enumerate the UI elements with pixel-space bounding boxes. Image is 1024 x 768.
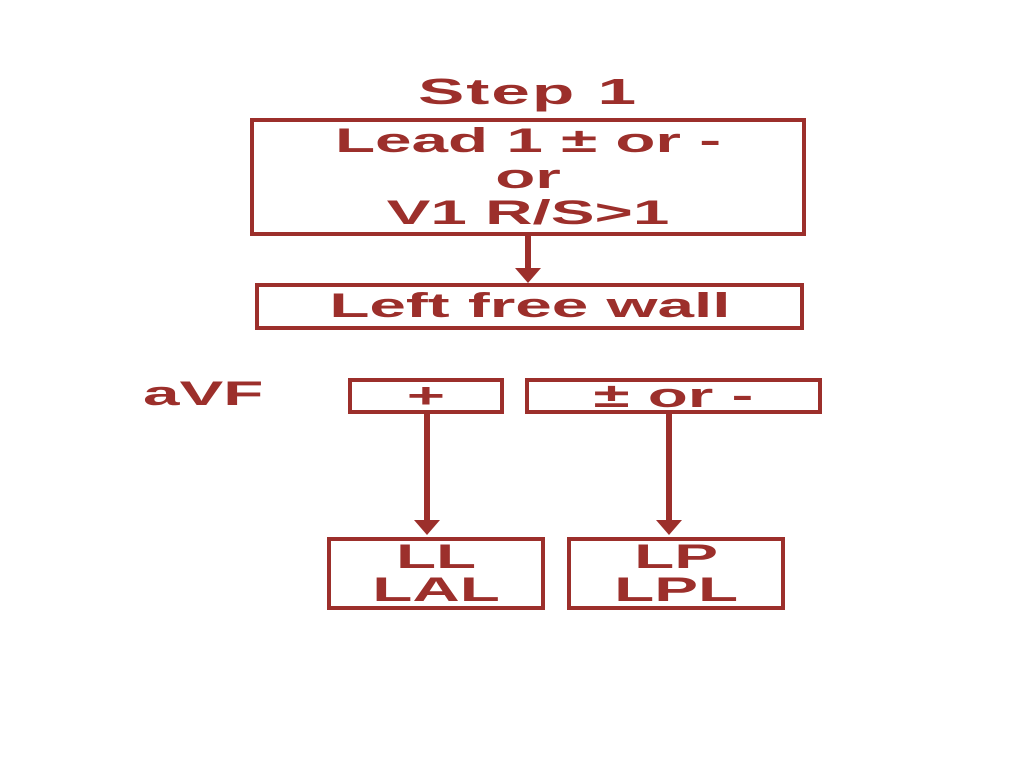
outcome-lp-lpl-text: LP LPL (614, 537, 738, 609)
avf-branch-label-text: aVF (142, 375, 264, 413)
outcome-lp-lpl-box: LP LPL (567, 537, 785, 610)
criteria-to-result-arrow-head-icon (515, 268, 541, 283)
avf-branch-label: aVF (123, 374, 283, 414)
avf-positive-label: + (406, 376, 446, 415)
left-free-wall-box: Left free wall (255, 283, 804, 330)
criteria-line-2: or (495, 158, 561, 196)
avf-plusminus-label: ± or - (593, 376, 754, 415)
outcome-ll-lal-text: LL LAL (372, 537, 500, 609)
outcome-lp-line: LP (634, 537, 718, 576)
left-free-wall-label: Left free wall (328, 287, 731, 325)
outcome-ll-lal-box: LL LAL (327, 537, 545, 610)
plusminus-to-outcome-arrow-head-icon (656, 520, 682, 535)
criteria-box: Lead 1 ± or - or V1 R/S>1 (250, 118, 806, 236)
criteria-to-result-arrow-shaft (525, 234, 531, 270)
plusminus-to-outcome-arrow-shaft (666, 412, 672, 522)
step-title-text: Step 1 (417, 71, 639, 112)
positive-to-outcome-arrow-shaft (424, 412, 430, 522)
outcome-lal-line: LAL (372, 570, 500, 609)
step-title: Step 1 (250, 70, 806, 114)
positive-to-outcome-arrow-head-icon (414, 520, 440, 535)
criteria-box-text: Lead 1 ± or - or V1 R/S>1 (335, 123, 721, 231)
outcome-ll-line: LL (395, 537, 477, 576)
avf-positive-box: + (348, 376, 504, 415)
criteria-line-1: Lead 1 ± or - (334, 122, 722, 160)
outcome-lpl-line: LPL (614, 570, 738, 609)
criteria-line-3: V1 R/S>1 (386, 194, 670, 232)
avf-plusminus-box: ± or - (525, 376, 822, 415)
